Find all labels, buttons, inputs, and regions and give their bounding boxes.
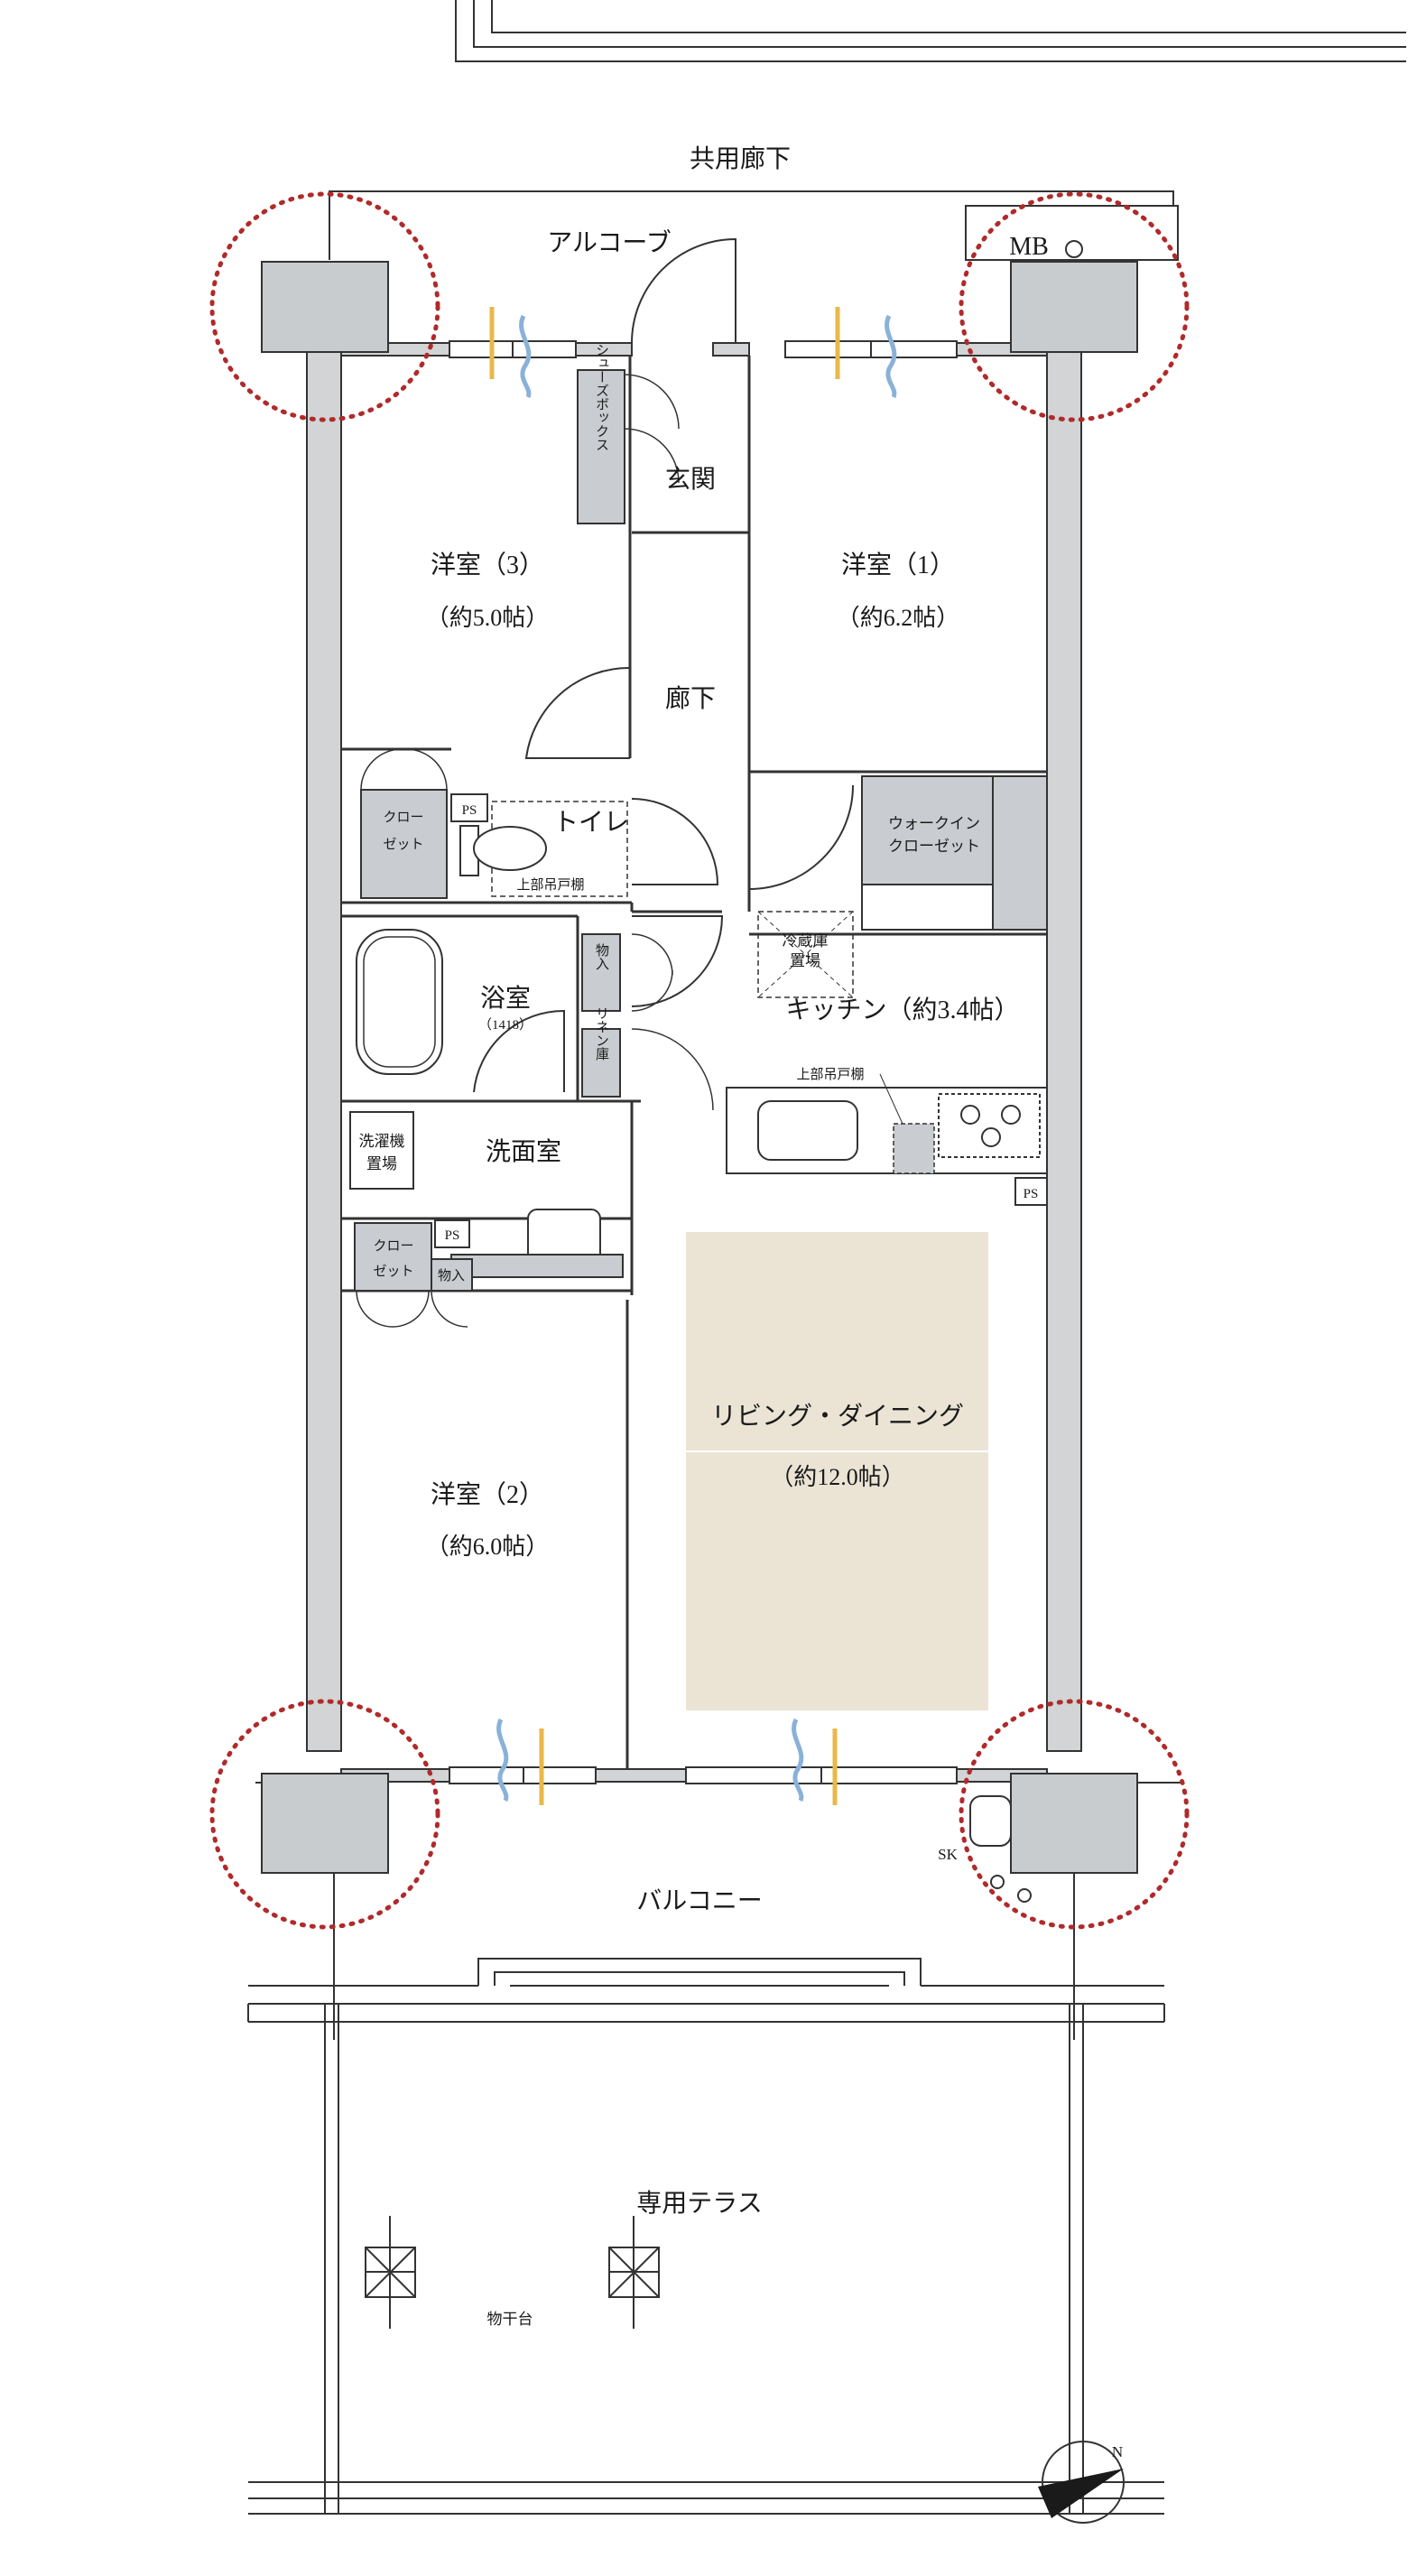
label-western2-size: （約6.0帖）: [426, 1534, 550, 1560]
ldk-door[interactable]: [631, 915, 724, 1007]
walkin-shelf-right: [992, 775, 1048, 931]
label-closet-western3-2: ゼット: [383, 837, 423, 852]
label-corridor-common: 共用廊下: [690, 144, 791, 173]
living-dining-floor: [686, 1232, 988, 1710]
bathtub-inner: [363, 936, 436, 1068]
label-storage-western2: 物入: [438, 1268, 465, 1283]
terrace-rails: [248, 2004, 1164, 2515]
windows-bottom: [449, 1766, 958, 1784]
washer-space: [349, 1111, 414, 1190]
label-shoe-box-text: シューズボックス: [594, 343, 608, 451]
label-western3: 洋室（3）: [431, 551, 544, 579]
entrance-door[interactable]: [631, 237, 736, 344]
label-terrace: 専用テラス: [636, 2189, 762, 2218]
ps-box-toilet: [450, 793, 488, 822]
western1-door[interactable]: [748, 784, 854, 891]
ps-box-kitchen: [1014, 1177, 1048, 1206]
structural-columns: [261, 261, 1138, 1874]
bathtub: [356, 929, 443, 1075]
label-north: N: [1112, 2443, 1123, 2460]
drain-2: [1017, 1888, 1032, 1903]
label-western3-size: （約5.0帖）: [426, 605, 550, 631]
linen-closet: [581, 1028, 621, 1098]
label-washer-2: 置場: [366, 1155, 397, 1172]
exterior-walls: [306, 342, 1082, 1783]
label-storage-bath: 物入: [594, 943, 609, 970]
structure-highlight-circles: [209, 191, 1190, 1930]
closet-western2: [354, 1222, 432, 1292]
windows-top: [449, 340, 958, 358]
label-walkin-2: クローゼット: [888, 838, 980, 855]
label-western2: 洋室（2）: [431, 1480, 544, 1509]
label-alcove: アルコーブ: [547, 228, 671, 257]
label-ps-toilet: PS: [462, 803, 477, 818]
label-bath: 浴室: [480, 984, 531, 1013]
service-sink: [969, 1795, 1012, 1847]
label-washer-1: 洗濯機: [359, 1133, 405, 1150]
shoe-box-doors: [624, 374, 680, 484]
toilet-upper-cabinet: [491, 801, 628, 897]
label-toilet-upper-cabinet: 上部吊戸棚: [516, 877, 584, 893]
label-mb: MB: [1009, 233, 1049, 261]
label-kitchen-upper-cabinet: 上部吊戸棚: [796, 1067, 864, 1082]
closet-western3-doors: [360, 748, 448, 791]
balcony-rails: [247, 1782, 1182, 2040]
label-walkin-1: ウォークイン: [888, 815, 980, 832]
kitchen-sink: [757, 1100, 858, 1161]
bathroom-door[interactable]: [473, 1009, 565, 1093]
fridge-space: [757, 911, 854, 998]
label-ps-washroom: PS: [445, 1228, 460, 1243]
label-closet-western2-1: クロー: [373, 1238, 413, 1254]
meter-box-valve: [1065, 240, 1083, 258]
label-drying-stand: 物干台: [487, 2311, 533, 2328]
label-fridge-1: 冷蔵庫: [783, 932, 829, 950]
label-shoe-box: シューズボックス: [594, 343, 608, 451]
meter-box: [965, 205, 1179, 261]
label-ps-kitchen: PS: [1024, 1187, 1039, 1201]
western3-door[interactable]: [524, 666, 631, 759]
stove-burners: [938, 1093, 1041, 1158]
label-toilet: トイレ: [553, 809, 629, 837]
label-living: リビング・ダイニング: [711, 1402, 964, 1431]
closet-western3: [360, 789, 448, 899]
wash-counter: [450, 1254, 624, 1278]
storage-bath: [581, 933, 621, 1012]
label-living-size: （約12.0帖）: [770, 1464, 905, 1490]
label-sk: SK: [938, 1846, 958, 1863]
label-balcony: バルコニー: [636, 1887, 762, 1915]
storage-doors: [631, 933, 714, 1111]
closet-western2-doors: [356, 1290, 468, 1328]
label-entrance: 玄関: [665, 465, 716, 494]
kitchen-upper-cabinet: [893, 1123, 935, 1174]
label-western1-size: （約6.2帖）: [837, 605, 960, 631]
label-bath-size: （1418）: [478, 1017, 533, 1033]
label-hallway: 廊下: [665, 684, 716, 713]
toilet-door[interactable]: [631, 798, 719, 885]
label-closet-western2-2: ゼット: [373, 1264, 413, 1279]
toilet-fixture: [459, 825, 547, 876]
airflow-arrows: [489, 307, 897, 1805]
drying-stands: [365, 2216, 660, 2329]
label-fridge-2: 置場: [790, 952, 820, 969]
upper-building-edge: [455, 0, 1406, 62]
shoe-box: [577, 369, 625, 524]
storage-western2: [431, 1258, 473, 1292]
north-arrow: [1038, 2441, 1125, 2524]
label-washroom: 洗面室: [486, 1137, 561, 1166]
label-kitchen: キッチン（約3.4帖）: [785, 996, 1019, 1024]
ps-box-washroom: [434, 1219, 470, 1248]
drain-1: [990, 1875, 1005, 1889]
label-linen: リネン庫: [594, 1006, 609, 1061]
label-closet-western3-1: クロー: [383, 810, 423, 825]
label-western1: 洋室（1）: [841, 551, 955, 579]
